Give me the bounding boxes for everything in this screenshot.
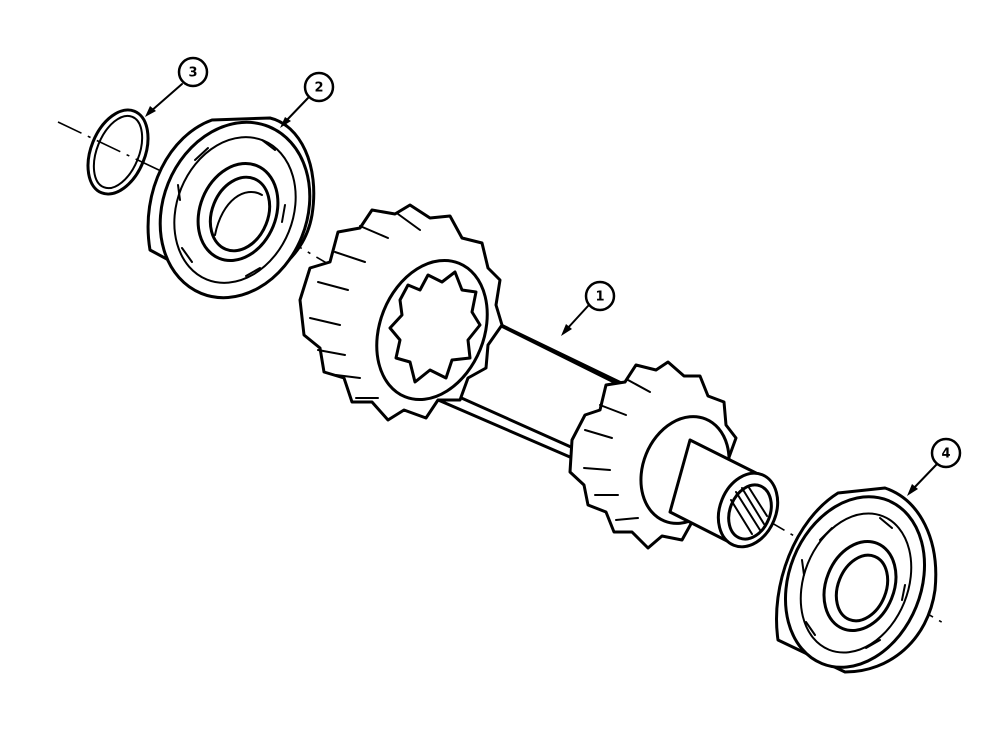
snap-ring-part-3 bbox=[86, 108, 150, 196]
callout-1-label: 1 bbox=[595, 290, 604, 305]
callout-2-label: 2 bbox=[314, 81, 323, 96]
callout-3-label: 3 bbox=[188, 66, 197, 81]
callout-1: 1 bbox=[584, 280, 616, 312]
gear-shaft-part-1 bbox=[298, 203, 780, 550]
callout-leaders bbox=[145, 83, 938, 496]
callout-2: 2 bbox=[303, 71, 335, 103]
callout-4: 4 bbox=[930, 437, 962, 469]
callout-4-label: 4 bbox=[941, 447, 950, 462]
bearing-part-2 bbox=[146, 116, 316, 300]
callout-3: 3 bbox=[177, 56, 209, 88]
bearing-part-4 bbox=[775, 486, 938, 674]
